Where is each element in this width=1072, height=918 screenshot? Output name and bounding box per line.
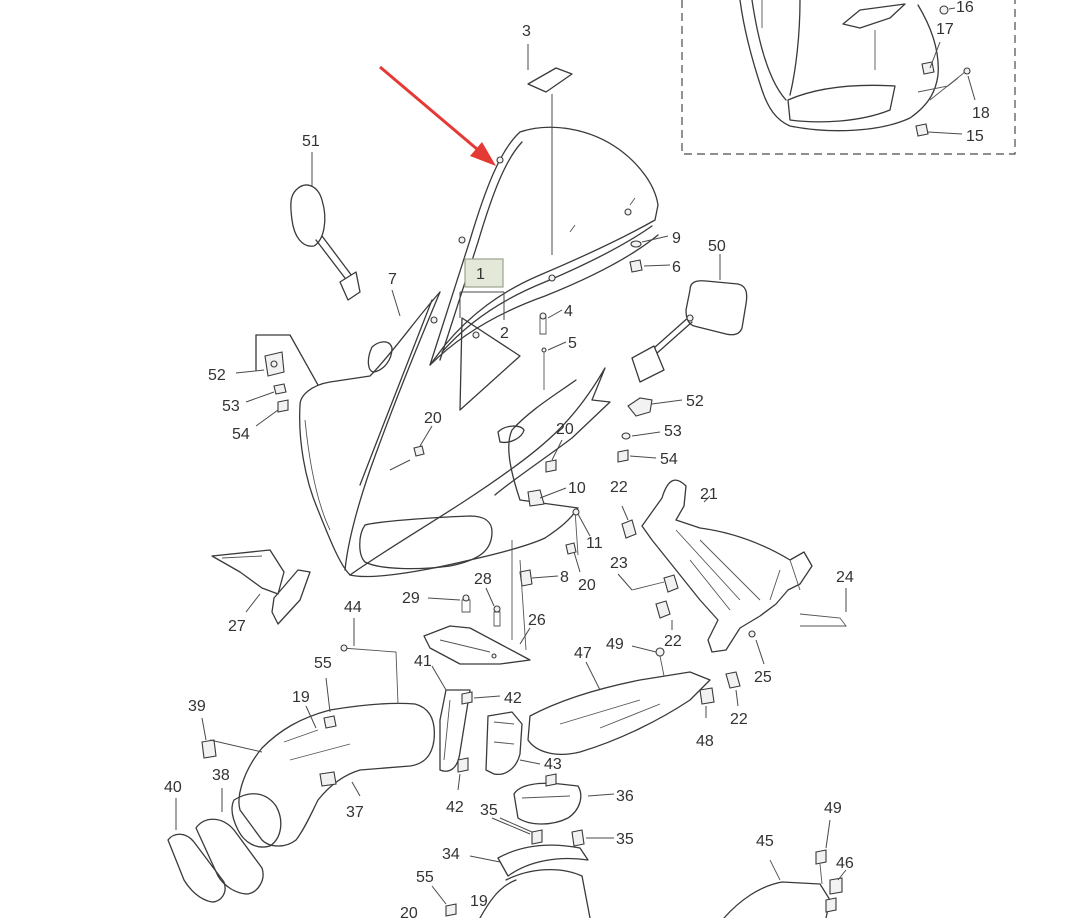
- cover-45: [431, 819, 847, 918]
- label-9: 9: [672, 230, 681, 247]
- label-24: 24: [836, 569, 854, 586]
- duct-lower-34-36: [469, 773, 615, 918]
- label-19a: 19: [292, 689, 310, 706]
- label-39: 39: [188, 698, 206, 715]
- upper-cowling: [255, 291, 611, 578]
- label-4: 4: [564, 303, 573, 320]
- label-25: 25: [754, 669, 772, 686]
- hardware-20-left: [389, 425, 433, 471]
- label-5: 5: [568, 335, 577, 352]
- label-48: 48: [696, 733, 714, 750]
- label-19b: 19: [470, 893, 488, 910]
- label-16: 16: [956, 0, 974, 16]
- label-38: 38: [212, 767, 230, 784]
- bracket-26: [423, 587, 531, 665]
- label-41: 41: [414, 653, 432, 670]
- label-54b: 54: [660, 451, 678, 468]
- label-20b: 20: [556, 421, 574, 438]
- label-46: 46: [836, 855, 854, 872]
- label-36: 36: [616, 788, 634, 805]
- label-20c: 20: [578, 577, 596, 594]
- label-35a: 35: [480, 802, 498, 819]
- windscreen: [429, 126, 659, 366]
- hardware-right-mid: [617, 397, 683, 463]
- label-11: 11: [586, 535, 603, 552]
- label-7: 7: [388, 271, 397, 288]
- label-sticker: [527, 44, 573, 255]
- label-45: 45: [756, 833, 774, 850]
- air-duct-37: [167, 618, 436, 903]
- label-6: 6: [672, 259, 681, 276]
- label-3: 3: [522, 23, 531, 40]
- stay-bracket-21: [617, 479, 847, 707]
- label-53b: 53: [664, 423, 682, 440]
- label-54a: 54: [232, 426, 250, 443]
- label-18: 18: [972, 105, 990, 122]
- label-52b: 52: [686, 393, 704, 410]
- label-42a: 42: [504, 690, 522, 707]
- part-labels: 1 2 3 4 5 6 7 8 9 10 11 15 16 17 18 19 1…: [164, 0, 990, 918]
- highlight-callout: [459, 258, 505, 320]
- side-piece-27: [211, 549, 311, 625]
- label-34: 34: [442, 846, 460, 863]
- label-20a: 20: [424, 410, 442, 427]
- label-47: 47: [574, 645, 592, 662]
- label-49a: 49: [606, 636, 624, 653]
- label-50: 50: [708, 238, 726, 255]
- label-28: 28: [474, 571, 492, 588]
- hardware-left: [235, 351, 289, 427]
- cover-41-43: [431, 665, 541, 791]
- label-29: 29: [402, 590, 420, 607]
- label-27: 27: [228, 618, 246, 635]
- label-51: 51: [302, 133, 320, 150]
- label-15: 15: [966, 128, 984, 145]
- label-44: 44: [344, 599, 362, 616]
- label-22a: 22: [610, 479, 628, 496]
- label-42b: 42: [446, 799, 464, 816]
- label-22b: 22: [664, 633, 682, 650]
- label-8: 8: [560, 569, 569, 586]
- label-1: 1: [476, 266, 485, 283]
- label-52a: 52: [208, 367, 226, 384]
- mirror-right: [631, 254, 748, 383]
- mirror-left: [290, 152, 401, 317]
- label-43: 43: [544, 756, 562, 773]
- cover-47: [527, 645, 715, 755]
- inset-detail-box: [681, 0, 1016, 155]
- label-10: 10: [568, 480, 586, 497]
- hardware-right-upper: [539, 235, 671, 390]
- label-21: 21: [700, 486, 718, 503]
- label-20d: 20: [400, 905, 418, 918]
- label-35b: 35: [616, 831, 634, 848]
- label-53a: 53: [222, 398, 240, 415]
- hardware-cowl-right: [511, 439, 591, 651]
- label-37: 37: [346, 804, 364, 821]
- red-arrow-icon: [379, 65, 496, 166]
- label-40: 40: [164, 779, 182, 796]
- label-22c: 22: [730, 711, 748, 728]
- label-2: 2: [500, 325, 509, 342]
- label-55b: 55: [416, 869, 434, 886]
- label-17: 17: [936, 21, 954, 38]
- label-55a: 55: [314, 655, 332, 672]
- label-23: 23: [610, 555, 628, 572]
- label-49b: 49: [824, 800, 842, 817]
- label-26: 26: [528, 612, 546, 629]
